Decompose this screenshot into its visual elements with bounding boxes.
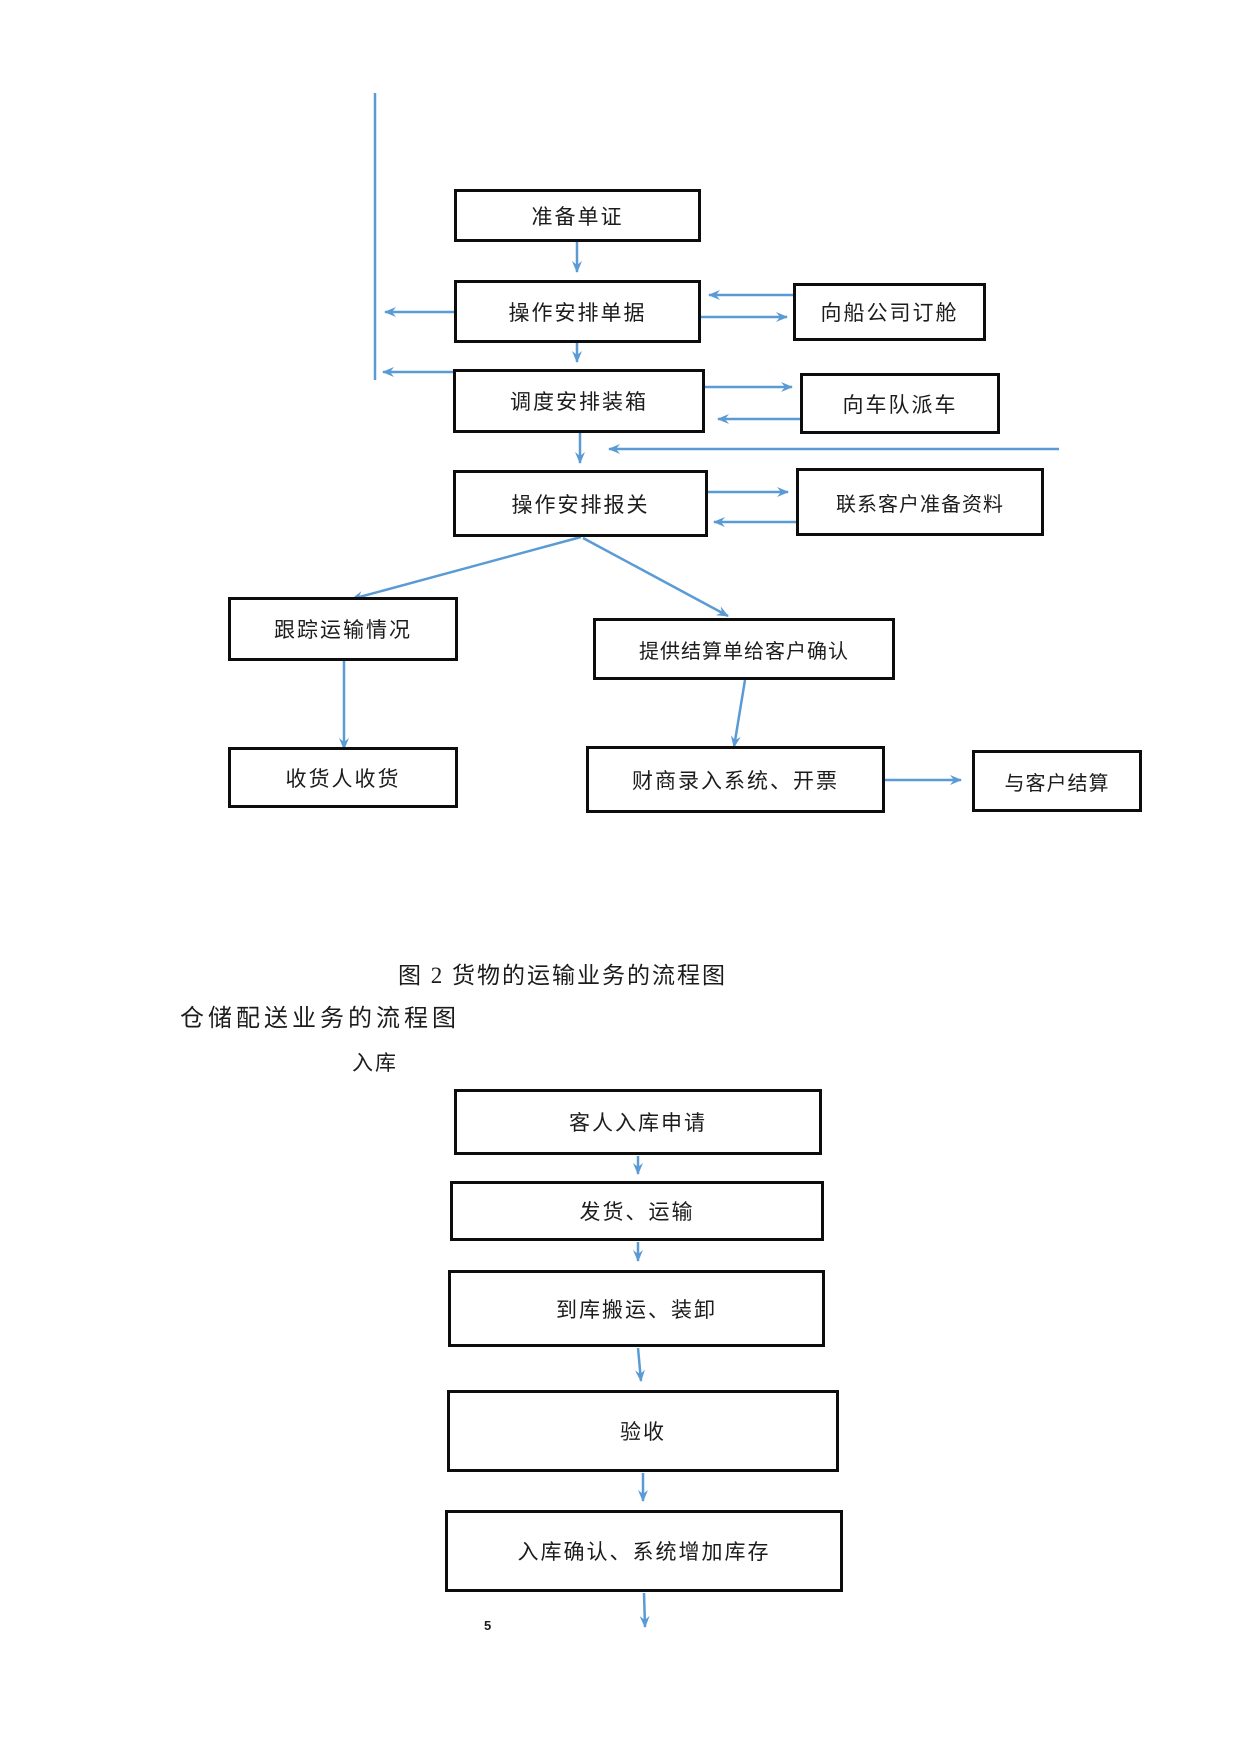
node-inspection: 验收 — [447, 1390, 839, 1472]
node-arrange-docs: 操作安排单据 — [454, 280, 701, 343]
arrow-customs-to-settlement — [582, 536, 729, 618]
node-settlement-confirm: 提供结算单给客户确认 — [593, 618, 895, 680]
arrow-arrive-to-inspection — [635, 1347, 645, 1382]
page-number: 5 — [484, 1618, 492, 1633]
node-prepare-docs: 准备单证 — [454, 189, 701, 242]
figure2-caption: 图 2 货物的运输业务的流程图 — [398, 963, 727, 988]
node-book-space: 向船公司订舱 — [793, 283, 986, 341]
node-contact-customer: 联系客户准备资料 — [796, 468, 1044, 536]
node-dispatch-loading: 调度安排装箱 — [453, 369, 705, 433]
arrow-settlement-to-finance — [730, 679, 747, 748]
node-dispatch-trucks: 向车队派车 — [800, 373, 1000, 434]
node-track-transport: 跟踪运输情况 — [228, 597, 458, 661]
node-entry-confirm: 入库确认、系统增加库存 — [445, 1510, 843, 1592]
node-arrange-customs: 操作安排报关 — [453, 470, 708, 537]
warehouse-section-heading: 仓储配送业务的流程图 — [180, 1006, 460, 1032]
node-settle-customer: 与客户结算 — [972, 750, 1142, 812]
arrow-customs-to-track — [351, 535, 582, 601]
node-finance-entry: 财商录入系统、开票 — [586, 746, 885, 813]
node-entry-request: 客人入库申请 — [454, 1089, 822, 1155]
node-arrive-handling: 到库搬运、装卸 — [448, 1270, 825, 1347]
inbound-label: 入库 — [352, 1051, 398, 1075]
arrow-confirm-down — [639, 1592, 650, 1628]
node-consignee-receive: 收货人收货 — [228, 747, 458, 808]
node-ship-transport: 发货、运输 — [450, 1181, 824, 1241]
